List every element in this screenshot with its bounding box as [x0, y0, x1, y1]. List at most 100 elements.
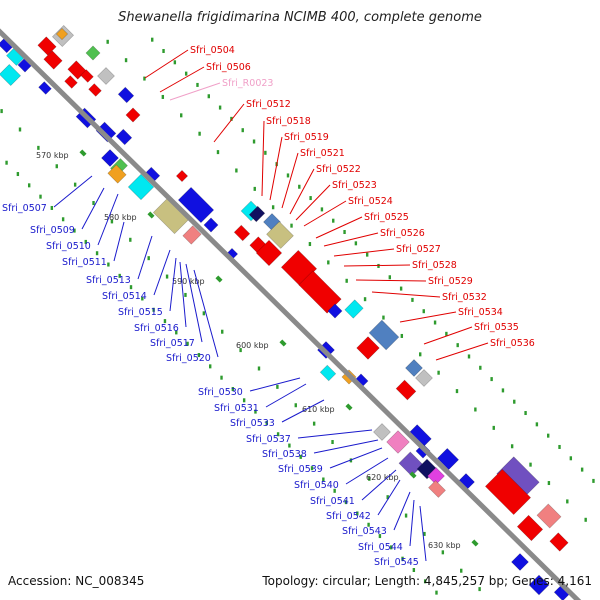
gene-label-forward[interactable]: Sfri_0506: [206, 62, 251, 73]
tick-dot: [298, 184, 301, 189]
tick-dot: [456, 343, 459, 348]
tick-dot: [437, 370, 440, 375]
tick-dot: [106, 39, 109, 44]
gene-label-forward[interactable]: Sfri_0504: [190, 45, 235, 56]
gene-label-reverse[interactable]: Sfri_0545: [374, 557, 419, 568]
map-title: Shewanella frigidimarina NCIMB 400, comp…: [118, 10, 482, 25]
gene-label-reverse[interactable]: Sfri_0542: [326, 511, 371, 522]
gene-label-reverse[interactable]: Sfri_0515: [118, 307, 163, 318]
gene-label-reverse[interactable]: Sfri_0538: [262, 449, 307, 460]
tick-dot: [524, 411, 527, 416]
leader-line: [377, 479, 401, 516]
tick-dot: [547, 433, 550, 438]
leader-line: [179, 261, 187, 328]
tick-dot: [161, 94, 165, 99]
gene-label-forward[interactable]: Sfri_0518: [266, 116, 311, 127]
leader-line: [419, 505, 427, 562]
gene-label-reverse[interactable]: Sfri_0544: [358, 542, 403, 553]
gene-label-reverse[interactable]: Sfri_0531: [214, 403, 259, 414]
gene-feature: [319, 364, 337, 382]
tick-dot: [0, 109, 3, 114]
gene-feature: [43, 50, 63, 70]
gene-label-reverse[interactable]: Sfri_0516: [134, 323, 179, 334]
gene-label-forward[interactable]: Sfri_0522: [316, 164, 361, 175]
gene-label-forward[interactable]: Sfri_0532: [442, 292, 487, 303]
gene-label-reverse[interactable]: Sfri_0533: [230, 418, 275, 429]
leader-line: [213, 103, 245, 143]
gene-label-forward[interactable]: Sfri_0512: [246, 99, 291, 110]
gene-label-forward[interactable]: Sfri_0519: [284, 132, 329, 143]
leader-line: [144, 49, 189, 79]
tick-dot: [320, 207, 324, 212]
tick-dot: [513, 399, 516, 404]
tick-dot: [558, 444, 561, 449]
gene-label-reverse[interactable]: Sfri_0530: [198, 387, 243, 398]
gene-feature: [38, 81, 52, 95]
tick-dot: [584, 517, 587, 522]
tick-dot: [386, 495, 389, 500]
leader-line: [435, 342, 489, 361]
scale-label: 570 kbp: [36, 151, 69, 160]
tick-dot: [479, 365, 482, 370]
gene-label-reverse[interactable]: Sfri_0514: [102, 291, 147, 302]
gene-label-reverse[interactable]: Sfri_0540: [294, 480, 339, 491]
gene-label-reverse[interactable]: Sfri_0507: [2, 203, 47, 214]
gene-label-reverse[interactable]: Sfri_0537: [246, 434, 291, 445]
gene-label-reverse[interactable]: Sfri_0513: [86, 275, 131, 286]
gene-feature: [88, 83, 102, 97]
gene-feature: [368, 319, 400, 351]
gene-label-forward[interactable]: Sfri_0535: [474, 322, 519, 333]
tick-dot: [327, 260, 330, 265]
tick-dot: [535, 422, 539, 427]
tick-dot: [151, 37, 154, 42]
gene-feature: [175, 169, 189, 183]
gene-label-reverse[interactable]: Sfri_0520: [166, 353, 211, 364]
gene-label-forward[interactable]: Sfri_0523: [332, 180, 377, 191]
gene-label-forward[interactable]: Sfri_0525: [364, 212, 409, 223]
gene-label-forward[interactable]: Sfri_0526: [380, 228, 425, 239]
tick-dot: [276, 432, 280, 437]
tick-dot: [253, 186, 256, 191]
tick-dot: [175, 330, 178, 335]
tick-dot: [92, 201, 95, 206]
gene-label-reverse[interactable]: Sfri_0517: [150, 338, 195, 349]
tick-dot: [288, 443, 291, 448]
gene-feature: [107, 164, 127, 184]
gene-label-reverse[interactable]: Sfri_0510: [46, 241, 91, 252]
gene-label-reverse[interactable]: Sfri_0543: [342, 526, 387, 537]
tick-dot: [455, 389, 459, 394]
tick-dot: [180, 113, 183, 118]
tick-dot: [445, 331, 448, 336]
gene-label-forward[interactable]: Sfri_0521: [300, 148, 345, 159]
gene-label-forward[interactable]: Sfri_0528: [412, 260, 457, 271]
leader-line: [265, 383, 307, 408]
gene-feature: [511, 553, 529, 571]
gene-feature: [549, 532, 569, 552]
gene-label-forward[interactable]: Sfri_R0023: [222, 78, 273, 89]
tick-dot: [419, 352, 422, 357]
gene-label-reverse[interactable]: Sfri_0541: [310, 496, 355, 507]
tick-dot: [433, 320, 437, 325]
leader-line: [303, 200, 347, 227]
scale-label: 590 kbp: [172, 277, 205, 286]
tick-dot: [141, 296, 144, 301]
gene-label-forward[interactable]: Sfri_0536: [490, 338, 535, 349]
gene-label-reverse[interactable]: Sfri_0539: [278, 464, 323, 475]
tick-dot: [344, 500, 348, 505]
tick-dot: [412, 568, 416, 573]
gene-labels: Sfri_0504Sfri_0506Sfri_R0023Sfri_0512Sfr…: [2, 45, 535, 568]
tick-dot: [332, 218, 335, 223]
leader-line: [345, 457, 389, 485]
gene-label-reverse[interactable]: Sfri_0509: [30, 225, 75, 236]
tick-dot: [290, 223, 293, 228]
gene-label-forward[interactable]: Sfri_0529: [428, 276, 473, 287]
tick-dot: [37, 145, 40, 150]
gene-label-reverse[interactable]: Sfri_0511: [62, 257, 107, 268]
scale-tick: [471, 539, 479, 547]
gene-label-forward[interactable]: Sfri_0534: [458, 307, 503, 318]
gene-feature: [177, 186, 215, 224]
gene-label-forward[interactable]: Sfri_0527: [396, 244, 441, 255]
gene-label-forward[interactable]: Sfri_0524: [348, 196, 393, 207]
